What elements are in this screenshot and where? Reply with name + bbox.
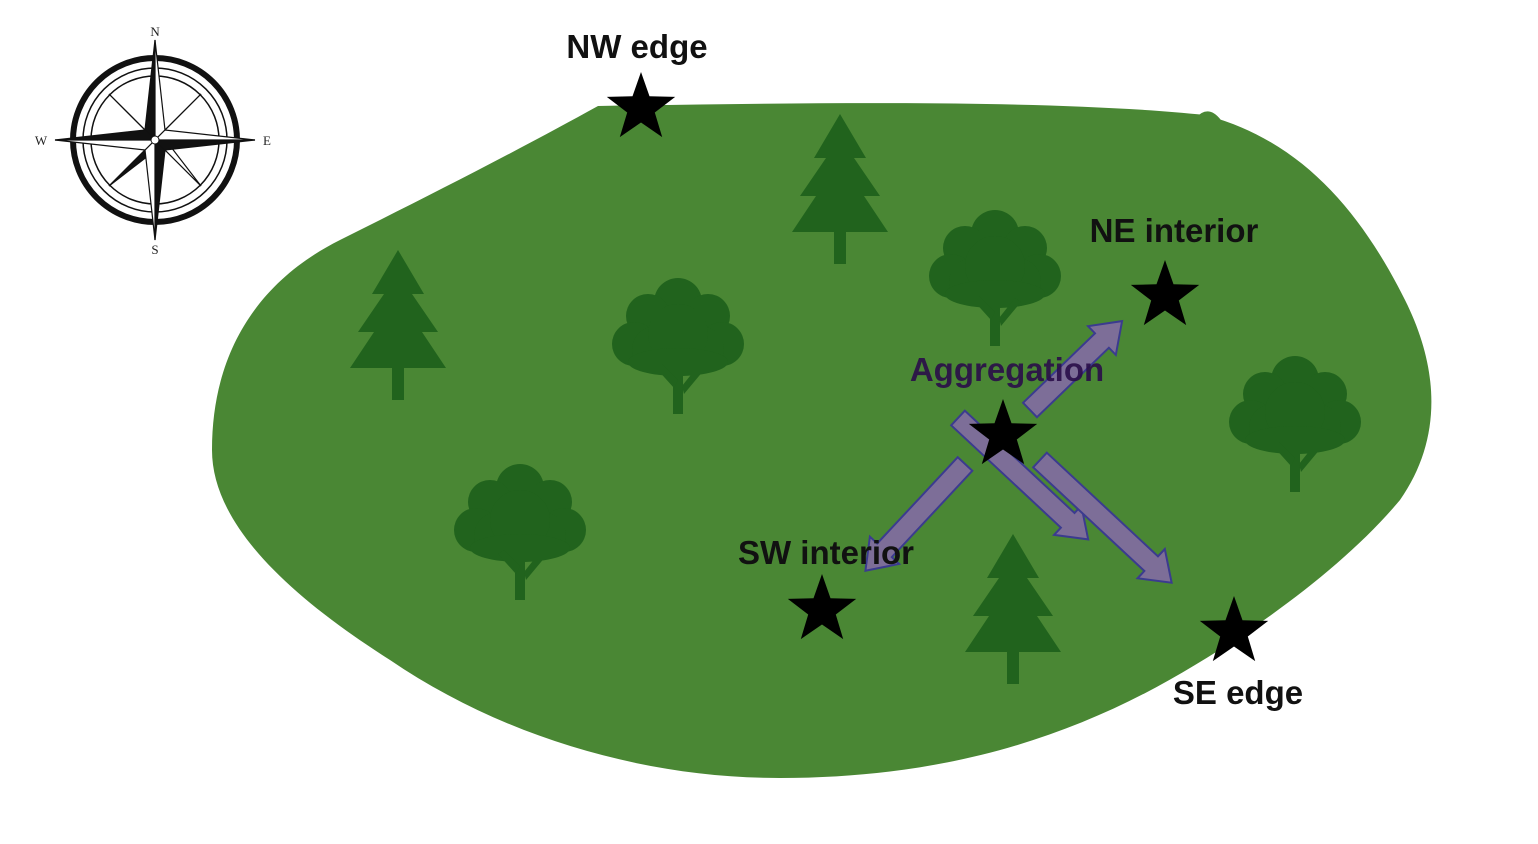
compass-west-label: W [35,133,48,148]
arrow-to-ne-interior [1021,319,1124,419]
label-aggregation: Aggregation [910,351,1104,388]
label-sw-interior: SW interior [738,534,914,571]
label-ne-interior: NE interior [1090,212,1259,249]
arrow-to-se-edge [1031,451,1173,584]
forest-patch [212,103,1432,779]
label-se-edge: SE edge [1173,674,1303,711]
compass-north-label: N [150,24,160,39]
arrow-to-sw-interior [864,455,974,573]
compass-east-label: E [263,133,271,148]
arrows [864,319,1173,584]
label-nw-edge: NW edge [566,28,707,65]
compass-south-label: S [151,242,158,257]
compass-rose-icon: N S E W [35,24,271,257]
forest-edge-notch [1195,111,1223,126]
